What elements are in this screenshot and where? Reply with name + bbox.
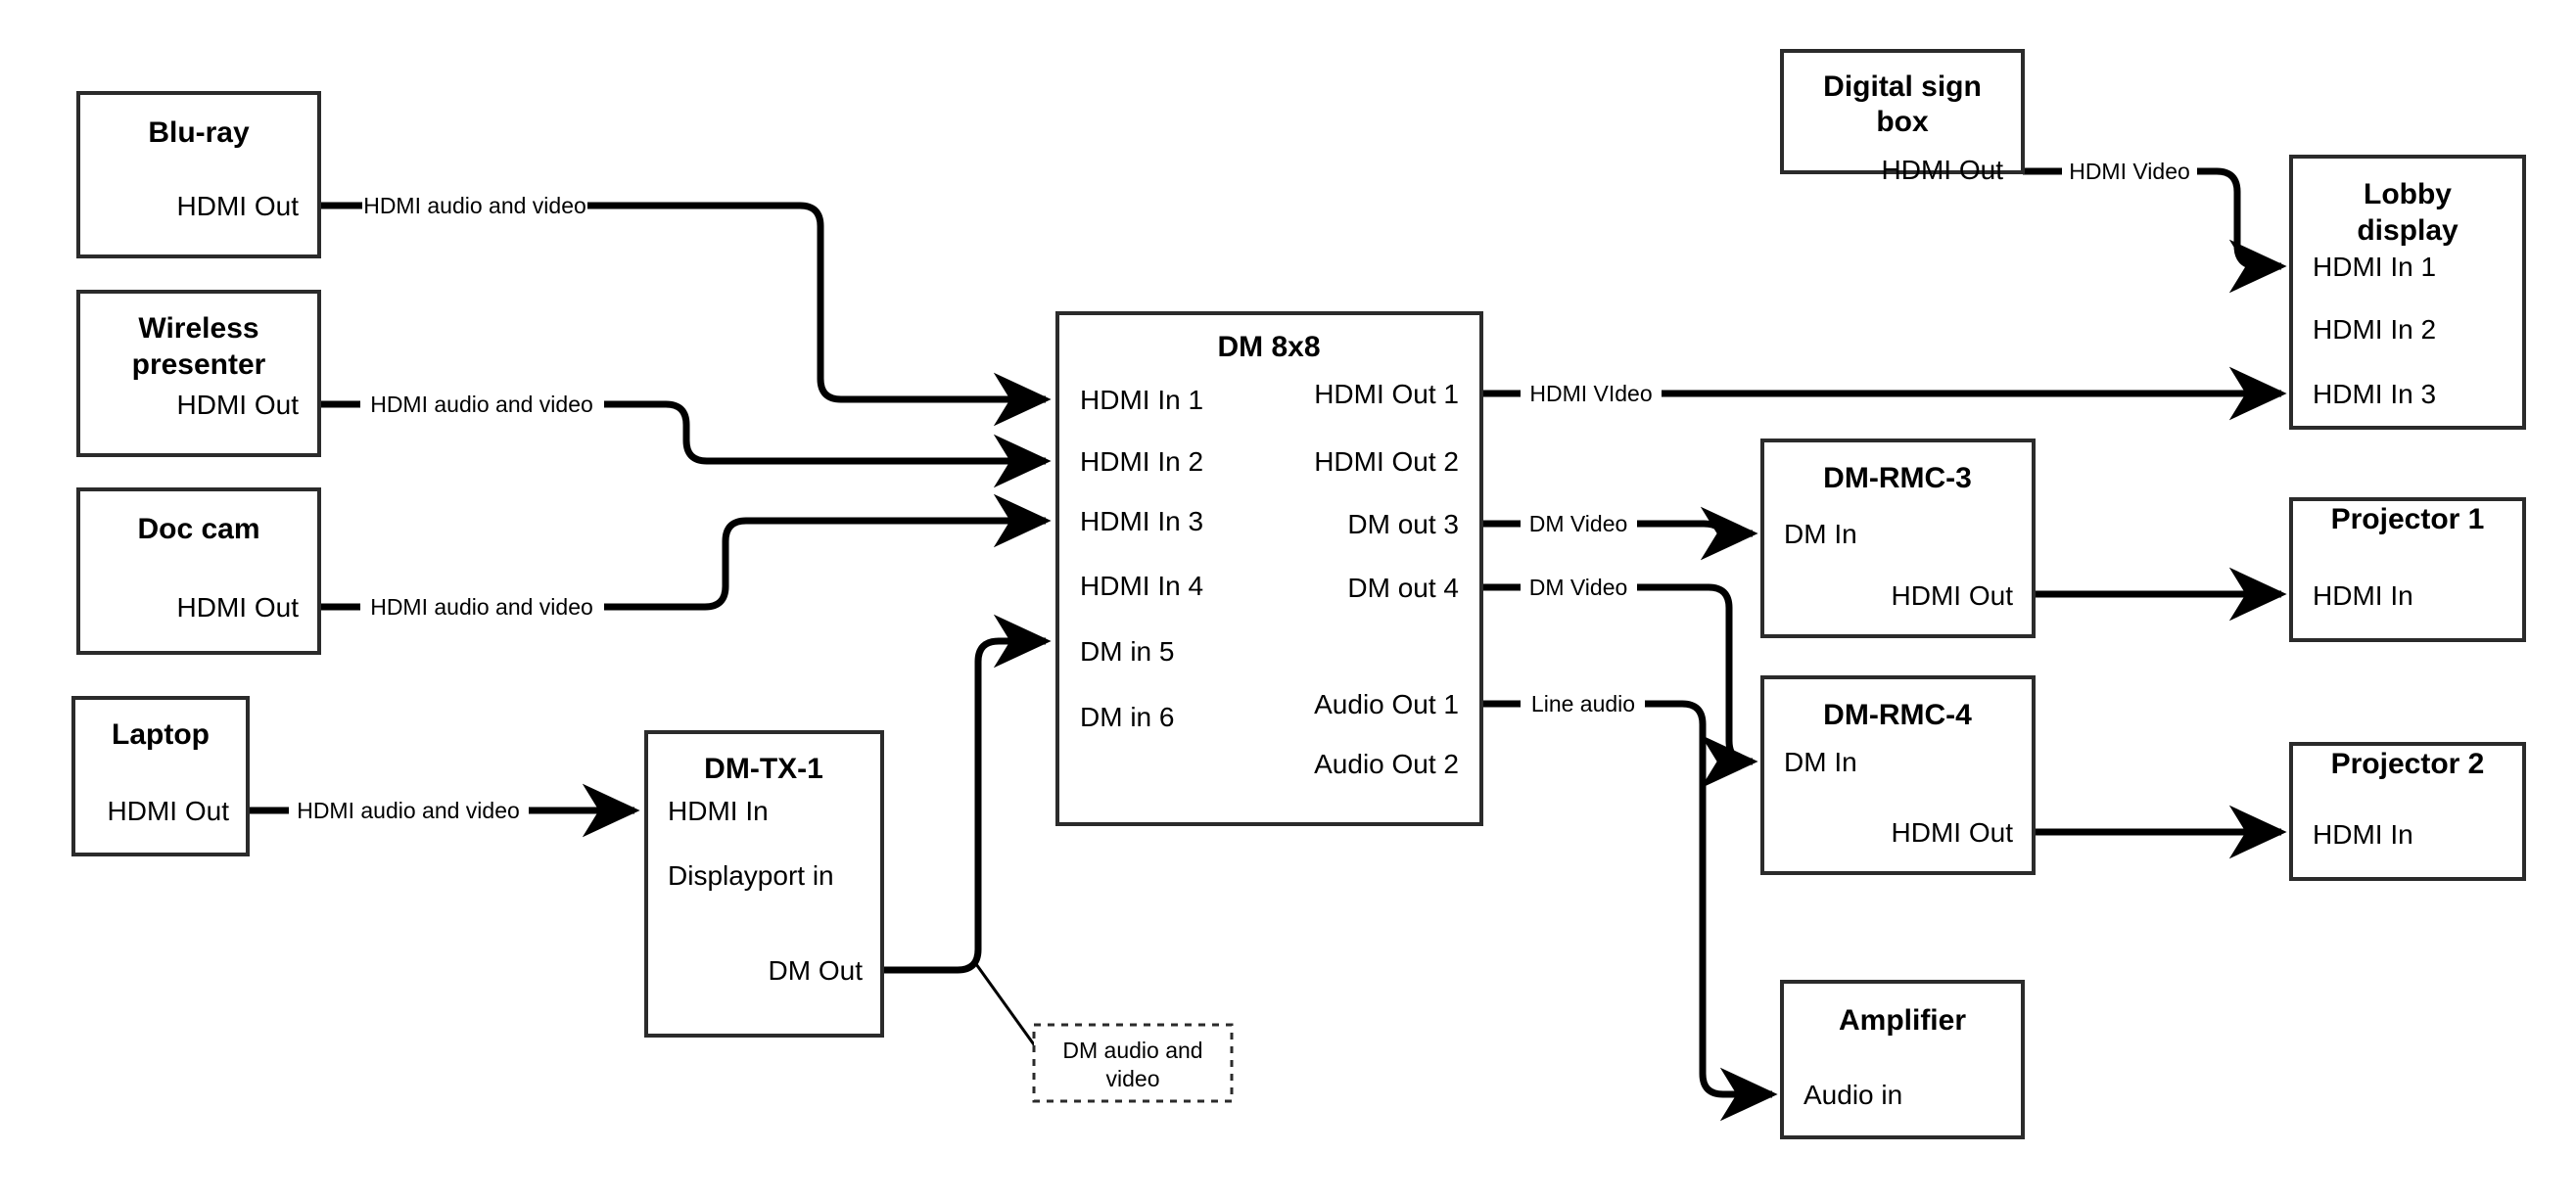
dm-tx-1-title: DM-TX-1 [704,753,823,785]
wire-label-hdmi-video-out1: HDMI VIdeo [1529,381,1652,406]
wire-label-laptop: HDMI audio and video [297,798,520,823]
node-amplifier[interactable]: Amplifier Audio in [1780,980,2025,1139]
node-dm-8x8[interactable]: DM 8x8 HDMI In 1 HDMI In 2 HDMI In 3 HDM… [1055,311,1483,826]
bluray-title: Blu-ray [148,116,250,149]
lobby-display-port-hdmi-in-2: HDMI In 2 [2313,314,2436,345]
dm-8x8-port-hdmi-in-4: HDMI In 4 [1080,571,1203,601]
dm-8x8-port-audio-out-2: Audio Out 2 [1314,749,1459,779]
lobby-display-box[interactable] [2289,155,2526,430]
wireless-presenter-title-line-2: presenter [132,348,266,381]
digital-sign-box-title-line-2: box [1876,106,1929,138]
lobby-display-title-line-1: Lobby [2364,178,2452,210]
connection-hdmiout1-to-lobby3: HDMI VIdeo [1481,381,2281,406]
node-doc-cam[interactable]: Doc cam HDMI Out [76,487,321,655]
dm-8x8-port-hdmi-in-2: HDMI In 2 [1080,446,1203,477]
doc-cam-title: Doc cam [137,513,259,545]
projector-1-title: Projector 1 [2331,503,2485,535]
dm-8x8-port-dm-in-6: DM in 6 [1080,702,1174,732]
dm-rmc-4-title: DM-RMC-4 [1823,699,1972,731]
node-bluray[interactable]: Blu-ray HDMI Out [76,91,321,258]
wire-label-hdmi-video-sign: HDMI Video [2069,159,2190,184]
laptop-title: Laptop [112,718,210,751]
amplifier-title: Amplifier [1839,1004,1966,1037]
lobby-display-title-line-2: display [2357,214,2459,247]
doc-cam-box[interactable] [76,487,321,655]
dm-8x8-port-hdmi-in-3: HDMI In 3 [1080,506,1203,536]
node-dm-rmc-3[interactable]: DM-RMC-3 DM In HDMI Out [1760,439,2036,638]
amplifier-box[interactable] [1780,980,2025,1139]
note-leader-line [974,963,1038,1048]
note-text-line-1: DM audio and [1062,1038,1202,1063]
wire-label-line-audio: Line audio [1531,691,1635,716]
dm-rmc-3-box[interactable] [1760,439,2036,638]
dm-rmc-4-port-dm-in: DM In [1784,747,1857,777]
dm-rmc-3-port-dm-in: DM In [1784,519,1857,549]
wireless-presenter-port-hdmi-out: HDMI Out [177,390,300,420]
amplifier-port-audio-in: Audio in [1803,1080,1902,1110]
bluray-box[interactable] [76,91,321,258]
note-box [1032,1023,1234,1103]
dm-rmc-3-title: DM-RMC-3 [1823,462,1972,494]
wireless-presenter-title-line-1: Wireless [138,312,258,345]
doc-cam-port-hdmi-out: HDMI Out [177,592,300,623]
dm-8x8-box[interactable] [1055,311,1483,826]
projector-2-title: Projector 2 [2331,748,2485,780]
wireless-presenter-box[interactable] [76,290,321,457]
node-wireless-presenter[interactable]: Wireless presenter HDMI Out [76,290,321,457]
bluray-port-hdmi-out: HDMI Out [177,191,300,221]
connection-audioout1-to-amp: Line audio [1481,691,1772,1094]
connection-wireless-to-in2: HDMI audio and video [319,392,1046,461]
dm-tx-1-port-displayport-in: Displayport in [668,860,834,891]
projector-2-box[interactable] [2289,742,2526,881]
lobby-display-port-hdmi-in-1: HDMI In 1 [2313,252,2436,282]
node-dm-rmc-4[interactable]: DM-RMC-4 DM In HDMI Out [1760,675,2036,875]
connection-dmout3-to-rmc3: DM Video [1481,511,1753,541]
dm-8x8-port-hdmi-in-1: HDMI In 1 [1080,385,1203,415]
node-projector-1[interactable]: Projector 1 HDMI In [2289,497,2526,642]
laptop-box[interactable] [71,696,250,856]
wire-label-doccam: HDMI audio and video [370,594,593,620]
projector-1-box[interactable] [2289,497,2526,642]
digital-sign-box-port-hdmi-out: HDMI Out [1882,155,2004,185]
dm-tx-1-port-dm-out: DM Out [769,955,864,986]
connection-doccam-to-in3: HDMI audio and video [319,521,1046,620]
laptop-port-hdmi-out: HDMI Out [108,796,230,826]
connection-bluray-to-in1: HDMI audio and video [319,193,1046,399]
wire-label-dm-video-4: DM Video [1529,575,1628,600]
digital-sign-box-title-line-1: Digital sign [1823,70,1982,103]
dm-tx-1-port-hdmi-in: HDMI In [668,796,769,826]
lobby-display-port-hdmi-in-3: HDMI In 3 [2313,379,2436,409]
node-dm-tx-1[interactable]: DM-TX-1 HDMI In Displayport in DM Out [644,730,884,1038]
connection-tx-to-dmin5 [882,614,1052,1048]
dm-8x8-title: DM 8x8 [1217,331,1320,363]
projector-1-port-hdmi-in: HDMI In [2313,580,2413,611]
dm-8x8-port-hdmi-out-1: HDMI Out 1 [1314,379,1459,409]
digital-sign-box-box[interactable] [1780,49,2025,174]
dm-8x8-port-dm-out-3: DM out 3 [1347,509,1459,539]
node-lobby-display[interactable]: Lobby display HDMI In 1 HDMI In 2 HDMI I… [2289,155,2526,430]
dm-8x8-port-dm-out-4: DM out 4 [1347,573,1459,603]
dm-8x8-port-hdmi-out-2: HDMI Out 2 [1314,446,1459,477]
dm-8x8-port-audio-out-1: Audio Out 1 [1314,689,1459,719]
connection-sign-to-lobby1: HDMI Video [2023,159,2281,266]
node-projector-2[interactable]: Projector 2 HDMI In [2289,742,2526,881]
node-digital-sign-box[interactable]: Digital sign box HDMI Out [1780,49,2025,185]
connection-laptop-to-tx: HDMI audio and video [248,798,634,823]
wire-label-bluray: HDMI audio and video [363,193,586,218]
note-text-line-2: video [1106,1066,1160,1091]
projector-2-port-hdmi-in: HDMI In [2313,819,2413,850]
wire-label-wireless: HDMI audio and video [370,392,593,417]
dm-tx-1-box[interactable] [644,730,884,1038]
wire-label-dm-video-3: DM Video [1529,511,1628,536]
node-laptop[interactable]: Laptop HDMI Out [71,696,250,856]
dm-rmc-4-box[interactable] [1760,675,2036,875]
connection-dmout4-to-rmc4: DM Video [1481,575,1753,762]
note-dm-audio-and-video: DM audio and video [1032,1023,1234,1103]
dm-rmc-4-port-hdmi-out: HDMI Out [1892,817,2014,848]
dm-8x8-port-dm-in-5: DM in 5 [1080,636,1174,667]
dm-rmc-3-port-hdmi-out: HDMI Out [1892,580,2014,611]
